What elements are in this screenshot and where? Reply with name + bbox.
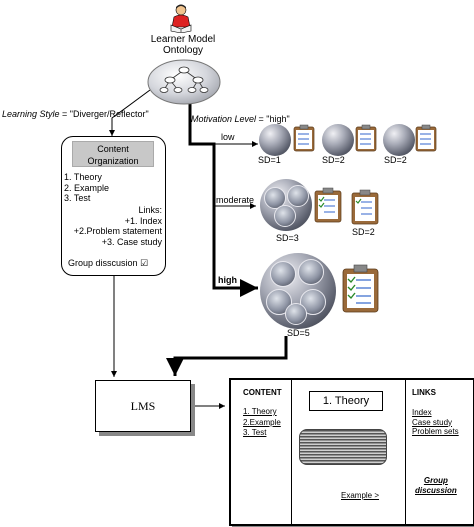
content-sphere-sd2b	[383, 124, 415, 156]
screen-link-problem-sets[interactable]: Problem sets	[412, 427, 459, 436]
level-low-label: low	[221, 132, 235, 142]
learner-model-line1: Learner Model	[150, 34, 216, 45]
sphere-inner-item	[298, 259, 324, 285]
screen-theory-text-block	[299, 429, 387, 465]
sd-label-moderate-1: SD=3	[276, 233, 299, 243]
high-to-lms-arrow	[166, 336, 288, 376]
screen-group-line1: Group	[423, 476, 448, 485]
screen-theory-title: 1. Theory	[322, 395, 370, 407]
screen-group-line2: discussion	[415, 486, 457, 495]
clipboard-checklist-icon	[314, 187, 342, 223]
screen-content-link-test[interactable]: 3. Test	[243, 428, 267, 437]
content-organization-header: Content Organization	[72, 141, 154, 167]
checkbox-icon: ☑	[140, 258, 149, 268]
screen-divider-left	[291, 380, 292, 524]
org-title-line1: Content	[97, 144, 129, 154]
org-link-problem-statement: +2.Problem statement	[73, 226, 162, 236]
sd-label-low-1: SD=1	[258, 155, 281, 165]
content-sphere-sd1	[259, 124, 291, 156]
learning-style-prefix: Learning Style	[2, 109, 60, 119]
org-group-label: Group disscusion	[68, 258, 138, 268]
learner-model-line2: Ontology	[162, 45, 204, 56]
sphere-inner-item	[270, 261, 296, 287]
level-high-label: high	[218, 275, 237, 285]
org-item-example: 2. Example	[64, 182, 110, 193]
ontology-graph-icon	[147, 59, 221, 105]
clipboard-checklist-icon	[342, 264, 379, 313]
screen-content-link-example[interactable]: 2.Example	[243, 417, 281, 427]
org-title-line2: Organization	[87, 156, 139, 166]
sd-label-high: SD=5	[287, 328, 310, 338]
lms-label: LMS	[130, 398, 156, 413]
org-content-list: 1. Theory 2. Example 3. Test	[64, 172, 109, 204]
org-item-theory: 1. Theory	[64, 172, 102, 182]
sphere-inner-item	[264, 187, 286, 209]
sphere-inner-item	[287, 185, 309, 207]
sd-label-moderate-2: SD=2	[352, 227, 375, 237]
org-link-case-study: +3. Case study	[101, 236, 162, 247]
org-group-discussion: Group disscusion ☑	[68, 258, 148, 269]
motivation-value: = "high"	[256, 114, 290, 124]
org-link-index: +1. Index	[124, 215, 162, 226]
content-sphere-sd3	[260, 179, 312, 231]
sphere-inner-item	[285, 303, 307, 325]
lms-box: LMS	[95, 380, 191, 432]
screen-link-index[interactable]: Index	[412, 408, 432, 417]
sd-label-low-3: SD=2	[384, 155, 407, 165]
learning-style-arrow	[109, 89, 151, 136]
screen-theory-title-box: 1. Theory	[309, 391, 383, 411]
screen-links-list: Index Case study Problem sets	[412, 408, 459, 437]
learner-reading-icon	[170, 4, 192, 33]
screen-links-title: LINKS	[412, 388, 436, 397]
org-links-list: Links: +1. Index +2.Problem statement +3…	[74, 205, 162, 247]
lms-screen: CONTENT 1. Theory 2.Example 3. Test 1. T…	[229, 378, 474, 526]
content-sphere-sd2a	[322, 124, 354, 156]
level-moderate-label: moderate	[216, 195, 255, 205]
org-item-test: 3. Test	[64, 193, 91, 203]
motivation-trunk	[188, 100, 258, 297]
screen-example-link[interactable]: Example >	[341, 491, 380, 500]
motivation-level-label: Motivation Level = "high"	[191, 114, 290, 124]
clipboard-icon	[355, 124, 377, 152]
content-sphere-sd5	[260, 253, 336, 329]
screen-link-case-study[interactable]: Case study	[412, 417, 453, 427]
learner-model-title: Learner Model Ontology	[148, 34, 218, 56]
org-links-title: Links:	[138, 205, 162, 215]
sphere-inner-item	[274, 205, 296, 227]
learning-style-label: Learning Style = "Diverger/Reflector"	[2, 109, 149, 119]
clipboard-icon	[293, 124, 315, 152]
sd-label-low-2: SD=2	[322, 155, 345, 165]
screen-divider-right	[405, 380, 406, 524]
screen-content-title: CONTENT	[243, 388, 282, 397]
screen-group-discussion-link[interactable]: Group discussion	[415, 476, 457, 496]
screen-content-link-theory[interactable]: 1. Theory	[243, 407, 277, 416]
screen-content-list: 1. Theory 2.Example 3. Test	[243, 407, 281, 439]
clipboard-icon	[415, 124, 437, 152]
clipboard-checklist-icon	[351, 189, 379, 225]
motivation-prefix: Motivation Level	[191, 114, 257, 124]
learning-style-value: = "Diverger/Reflector"	[59, 109, 149, 119]
content-organization-box: Content Organization 1. Theory 2. Exampl…	[61, 136, 166, 276]
